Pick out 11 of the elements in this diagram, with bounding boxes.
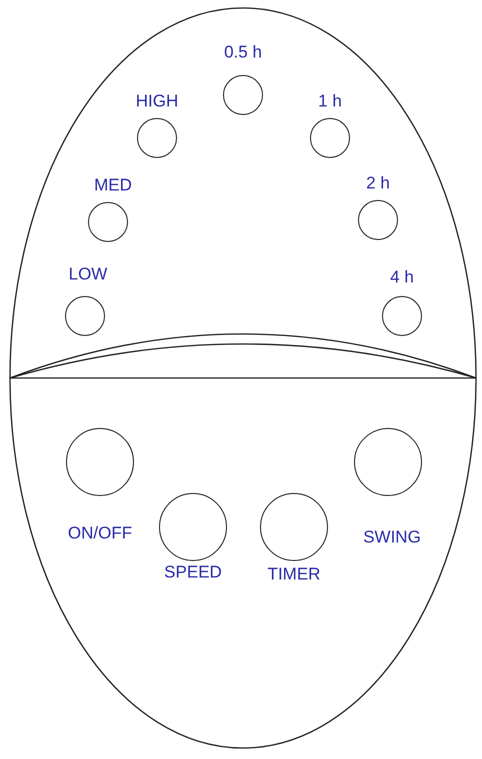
setting-label: 2 h bbox=[366, 174, 390, 192]
setting-label: 0.5 h bbox=[224, 44, 262, 60]
setting-label: MED bbox=[94, 176, 132, 194]
setting-label: 4 h bbox=[390, 268, 414, 286]
setting-label: HIGH bbox=[136, 92, 178, 110]
button-label: SWING bbox=[363, 528, 421, 546]
setting-label: LOW bbox=[68, 266, 108, 282]
setting-label: 1 h bbox=[318, 92, 342, 110]
button-label: ON/OFF bbox=[68, 524, 132, 542]
button-label: SPEED bbox=[164, 564, 222, 580]
button-label: TIMER bbox=[268, 566, 320, 582]
